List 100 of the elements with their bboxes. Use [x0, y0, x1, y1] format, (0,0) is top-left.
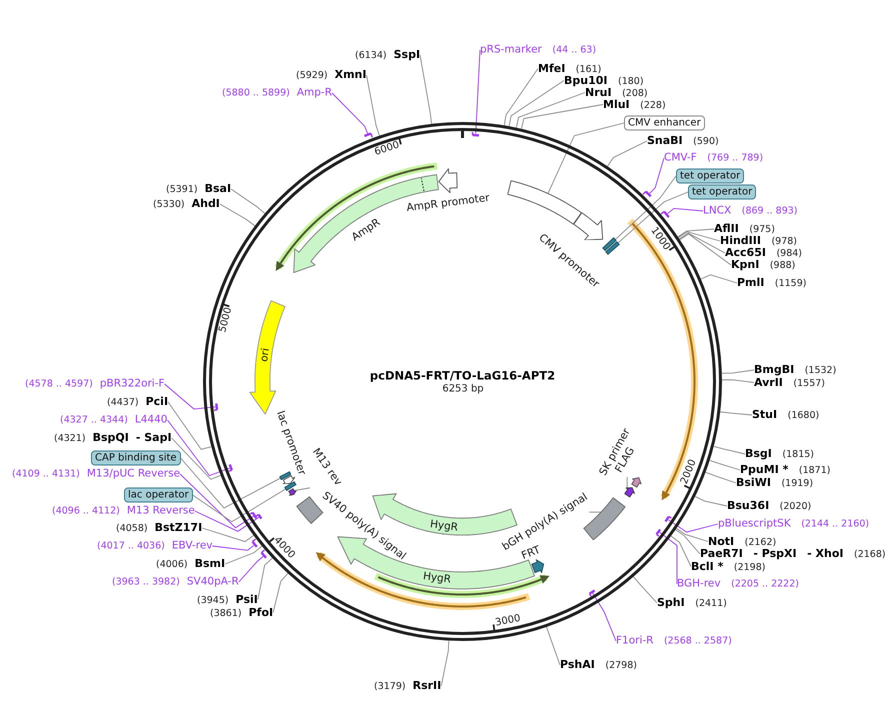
cut-position: (975) [749, 224, 775, 236]
primer-range: (5880 .. 5899) [222, 88, 290, 99]
enzyme-name: RsrII [412, 680, 442, 692]
leader-line [521, 104, 604, 130]
cut-position: (3861) [210, 608, 242, 619]
primer-name: M13/pUC Reverse [86, 468, 180, 480]
enzyme-name: PfoI [248, 606, 274, 618]
leader-line [194, 510, 260, 532]
leader-line [675, 529, 700, 554]
leader-line [667, 208, 704, 214]
leader-line [180, 474, 254, 528]
enzyme-name: SphI [657, 596, 685, 609]
leader-line [167, 420, 230, 476]
enzyme-name: NotI [708, 535, 734, 548]
feature-tag: CAP binding site [91, 450, 181, 466]
leader-line [238, 556, 264, 582]
enzyme-name: HindIII [720, 234, 761, 247]
cut-position: (161) [576, 64, 602, 75]
leader-line [659, 532, 678, 584]
enzyme-name: PciI [146, 396, 168, 408]
leader-line [668, 519, 718, 533]
leader-line [180, 458, 281, 509]
primer-name: pBR322ori-F [100, 378, 165, 390]
leader-line [678, 231, 720, 242]
enzyme-name: StuI [752, 408, 778, 421]
cut-position: (1871) [798, 466, 830, 476]
leader-line [504, 68, 538, 126]
leader-line [516, 92, 586, 128]
leader-line [257, 558, 273, 600]
cut-position: (5330) [153, 200, 185, 210]
leader-line [614, 176, 676, 240]
cut-position: (3945) [197, 595, 229, 606]
cut-position: (2168) [854, 550, 886, 560]
primer-name: EBV-rev [172, 540, 212, 552]
leader-line [164, 384, 216, 410]
primer-mark [255, 512, 264, 520]
leader-line [607, 140, 648, 167]
feature-label: FRT [520, 544, 542, 562]
leader-line [212, 544, 254, 551]
enzyme-name: PmlI [737, 276, 764, 289]
cut-position: (4437) [107, 398, 139, 408]
primer-name: pRS-marker [480, 44, 542, 56]
leader-line [722, 379, 754, 383]
leader-line [720, 411, 752, 416]
primer-mark [588, 588, 596, 598]
primer-mark [249, 510, 258, 520]
enzyme-name: MfeI [538, 62, 566, 74]
primer-name: L4440 [134, 414, 168, 426]
enzyme-name: SnaBI [647, 134, 683, 147]
enzyme-name: BmgBI [754, 364, 794, 376]
cut-position: (984) [776, 248, 802, 260]
cut-position: (1159) [774, 278, 806, 290]
primer-range: (44 .. 63) [552, 45, 596, 56]
leader-line [678, 228, 714, 238]
primer-range: (869 .. 893) [742, 206, 798, 217]
enzyme-name: BsaI [204, 182, 232, 195]
cut-position: (228) [640, 100, 666, 111]
sequence-length: 6253 bp [442, 383, 484, 395]
primer-site [288, 488, 297, 496]
enzyme-name: - XhoI [807, 548, 844, 560]
enzyme-name: BsmI [194, 558, 226, 570]
feature-tag: tet operator [688, 184, 756, 200]
scale-label: 2000 [679, 458, 700, 486]
enzyme-name: BspQI [92, 432, 129, 444]
leader-line [332, 92, 368, 134]
primer-mark [213, 402, 219, 412]
primer-name: pBluescriptSK [718, 518, 791, 530]
primer-range: (4017 .. 4036) [97, 541, 165, 552]
enzyme-name: BsgI [745, 448, 772, 460]
cut-position: (2162) [744, 537, 776, 548]
cut-position: (4058) [116, 524, 148, 534]
enzyme-name: - PspXI [753, 548, 797, 560]
cut-position: (2798) [605, 660, 637, 672]
feature-label: HygR [429, 518, 459, 534]
enzyme-name: MluI [603, 98, 630, 110]
leader-line [272, 573, 288, 613]
scale-label: 5000 [218, 306, 236, 334]
cut-position: (2020) [780, 502, 812, 512]
primer-site [624, 486, 636, 498]
primer-name: M13 Reverse [126, 505, 195, 517]
leader-line [171, 438, 222, 480]
leader-line [592, 592, 616, 642]
cut-position: (4321) [54, 434, 86, 444]
primer-range: (769 .. 789) [707, 153, 764, 164]
primer-range: (4109 .. 4131) [12, 469, 80, 480]
cut-position: (1680) [788, 410, 820, 422]
operator-box [284, 480, 298, 492]
leader-line [709, 460, 740, 470]
enzyme-name: BsiWI [736, 476, 771, 489]
scale-label: 6000 [373, 140, 401, 159]
enzyme-name: PaeR7I [700, 548, 743, 560]
leader-line [632, 576, 658, 604]
primer-range: (2144 .. 2160) [801, 519, 870, 530]
primer-mark [642, 190, 653, 198]
cut-position: (2198) [734, 562, 766, 573]
enzyme-name: BclI * [691, 560, 724, 572]
enzyme-name: KpnI [731, 258, 760, 271]
cut-position: (1557) [793, 378, 825, 389]
leader-line [420, 54, 432, 124]
cut-position: (5929) [296, 70, 328, 82]
